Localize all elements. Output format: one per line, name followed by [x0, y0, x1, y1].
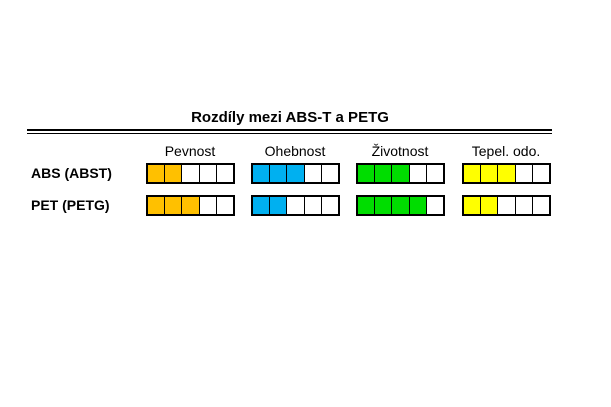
score-cell-filled	[253, 197, 270, 214]
score-cell-filled	[498, 165, 515, 182]
score-cell-filled	[481, 165, 498, 182]
column-header: Životnost	[371, 143, 429, 159]
score-cell-filled	[392, 165, 409, 182]
score-cell-empty	[287, 197, 304, 214]
score-cell-filled	[182, 197, 199, 214]
score-cell-filled	[375, 197, 392, 214]
column-header: Pevnost	[164, 143, 216, 159]
score-cell-empty	[515, 197, 532, 214]
score-meter	[356, 195, 445, 216]
chart-title: Rozdíly mezi ABS-T a PETG	[191, 109, 389, 126]
score-cell-empty	[216, 197, 234, 214]
score-cell-empty	[304, 165, 321, 182]
score-cell-filled	[253, 165, 270, 182]
score-cell-empty	[532, 197, 550, 214]
score-cell-filled	[481, 197, 498, 214]
score-cell-filled	[392, 197, 409, 214]
column-header: Ohebnost	[264, 143, 326, 159]
row-label: ABS (ABST)	[31, 165, 112, 181]
score-meter	[251, 163, 340, 184]
column-header: Tepel. odo.	[471, 143, 541, 159]
score-meter	[462, 163, 551, 184]
score-cell-filled	[148, 197, 165, 214]
score-cell-empty	[321, 197, 339, 214]
score-meter	[146, 163, 235, 184]
score-cell-empty	[426, 165, 444, 182]
score-cell-filled	[287, 165, 304, 182]
score-cell-empty	[182, 165, 199, 182]
row-label: PET (PETG)	[31, 197, 110, 213]
score-meter	[146, 195, 235, 216]
score-cell-filled	[409, 197, 426, 214]
score-cell-empty	[199, 165, 216, 182]
score-cell-empty	[216, 165, 234, 182]
score-cell-empty	[304, 197, 321, 214]
score-meter	[251, 195, 340, 216]
score-cell-filled	[148, 165, 165, 182]
score-cell-empty	[321, 165, 339, 182]
score-cell-filled	[464, 197, 481, 214]
score-cell-filled	[358, 197, 375, 214]
score-cell-empty	[498, 197, 515, 214]
score-cell-filled	[270, 197, 287, 214]
title-rule-thin	[27, 133, 552, 134]
score-meter	[356, 163, 445, 184]
score-cell-empty	[532, 165, 550, 182]
score-cell-empty	[515, 165, 532, 182]
score-cell-filled	[165, 165, 182, 182]
score-cell-empty	[426, 197, 444, 214]
title-rule-thick	[27, 129, 552, 131]
score-cell-filled	[464, 165, 481, 182]
score-cell-filled	[358, 165, 375, 182]
score-cell-filled	[270, 165, 287, 182]
score-cell-filled	[375, 165, 392, 182]
score-cell-empty	[199, 197, 216, 214]
score-meter	[462, 195, 551, 216]
score-cell-filled	[165, 197, 182, 214]
score-cell-empty	[409, 165, 426, 182]
